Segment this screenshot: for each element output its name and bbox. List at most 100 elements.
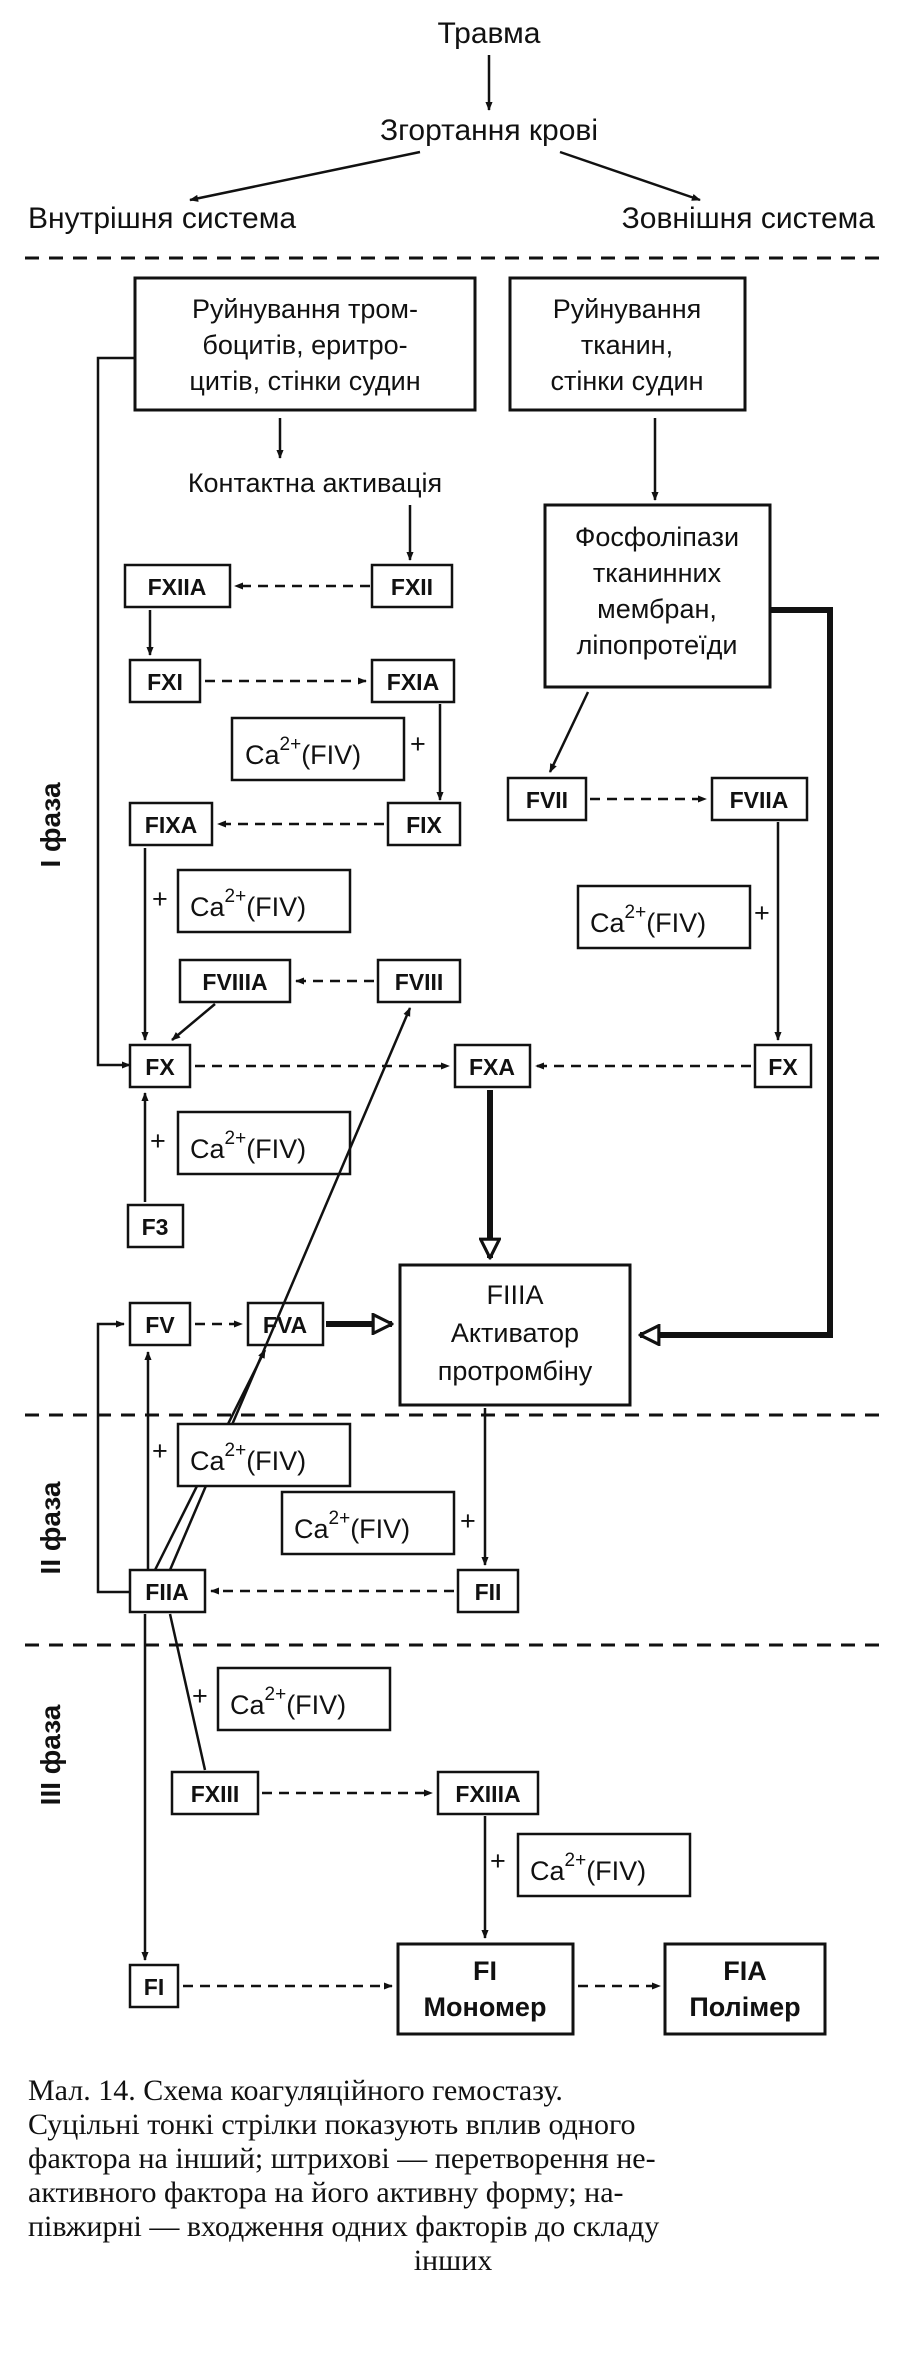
caption-line-6: інших: [413, 2244, 493, 2277]
phospholipids-to-fiiia-arrow: [640, 607, 833, 1335]
fxiiia-label: FXIIIA: [455, 1781, 520, 1807]
destruction-internal-line-3: цитів, стінки судин: [189, 366, 420, 396]
calcium-box-1-text: Ca2+(FIV): [245, 734, 361, 770]
fx-box: [128, 1043, 192, 1089]
fx-label: FX: [145, 1054, 175, 1080]
calcium-box-8-text: Ca2+(FIV): [530, 1850, 646, 1886]
fviia-label: FVIIA: [730, 787, 789, 813]
calcium-box-6-text: Ca2+(FIV): [294, 1508, 410, 1544]
fiia-label: FIIA: [145, 1579, 188, 1605]
fixa-label: FIXA: [145, 812, 197, 838]
contact-activation-label: Контактна активація: [188, 468, 442, 498]
fx-external-box: [753, 1043, 813, 1089]
fii-box: [456, 1568, 520, 1614]
phospholipids-box: [543, 503, 772, 689]
phospholipids-line-1: Фосфоліпази: [575, 522, 739, 552]
caption-line-3: фактора на інший; штрихові — перетворенн…: [28, 2142, 656, 2175]
fx-external-label: FX: [768, 1054, 798, 1080]
fi-box: [128, 1963, 180, 2009]
fxi-box: [128, 658, 202, 704]
fviii-box: [376, 958, 462, 1004]
plus-sign-4: +: [150, 1126, 166, 1156]
fva-box: [246, 1301, 325, 1347]
fviiia-label: FVIIIA: [202, 969, 267, 995]
fiia-box: [128, 1568, 207, 1614]
plus-sign-6: +: [460, 1506, 476, 1536]
fxia-box: [370, 658, 456, 704]
fxa-label: FXA: [469, 1054, 515, 1080]
caption-line-4: активного фактора на його активну форму;…: [28, 2176, 624, 2209]
fiiia-box: [398, 1263, 632, 1407]
destruction-internal-line-2: боцитів, еритро-: [202, 330, 407, 360]
fiiia-line-2: Активатор: [451, 1318, 579, 1348]
calcium-box-5-text: Ca2+(FIV): [190, 1440, 306, 1476]
destruction-internal-line-1: Руйнування тром-: [192, 294, 418, 324]
phospholipids-line-3: мембран,: [597, 594, 717, 624]
fiiia-line-3: протромбіну: [438, 1356, 593, 1386]
destruction-external-line-1: Руйнування: [553, 294, 702, 324]
calcium-box-4: [176, 1110, 352, 1176]
fi-monomer-line-1: FI: [473, 1956, 497, 1986]
destruction-external-line-2: тканин,: [581, 330, 673, 360]
calcium-box-8: [516, 1832, 692, 1898]
fxia-label: FXIA: [387, 669, 439, 695]
fix-label: FIX: [406, 812, 442, 838]
calcium-box-2-text: Ca2+(FIV): [190, 886, 306, 922]
fi-polymer-line-1: FIA: [723, 1956, 767, 1986]
plus-sign-7: +: [192, 1681, 208, 1711]
destruction-external-box: [508, 276, 747, 412]
fi-label: FI: [144, 1974, 164, 2000]
fxiiia-box: [436, 1770, 540, 1816]
destruction-external-line-3: стінки судин: [550, 366, 703, 396]
caption-line-1: Мал. 14. Схема коагуляційного гемостазу.: [28, 2074, 563, 2107]
calcium-box-6: [280, 1490, 456, 1556]
phospholipids-line-4: ліпопротеїди: [577, 630, 738, 660]
coagulation-label: Згортання крові: [380, 114, 598, 147]
calcium-box-2: [176, 868, 352, 934]
calcium-box-3: [576, 884, 752, 950]
fi-monomer-line-2: Мономер: [424, 1992, 547, 2022]
external-system-label: Зовнішня система: [622, 202, 876, 235]
calcium-box-3-text: Ca2+(FIV): [590, 902, 706, 938]
f3-label: F3: [142, 1214, 169, 1240]
plus-sign-5: +: [152, 1436, 168, 1466]
trauma-label: Травма: [438, 17, 541, 50]
destruction-internal-box: [133, 276, 477, 412]
calcium-box-1: [230, 716, 406, 782]
fvii-label: FVII: [526, 787, 568, 813]
fvii-box: [506, 776, 588, 822]
phospholipids-line-2: тканинних: [593, 558, 722, 588]
fxiia-box: [123, 563, 232, 609]
fxiia-label: FXIIA: [148, 574, 207, 600]
fi-polymer-line-2: Полімер: [689, 1992, 800, 2022]
plus-sign-1: +: [410, 729, 426, 759]
fxi-label: FXI: [147, 669, 183, 695]
figure-caption: Мал. 14. Схема коагуляційного гемостазу.…: [28, 2074, 878, 2278]
fii-label: FII: [475, 1579, 502, 1605]
fviii-label: FVIII: [395, 969, 444, 995]
calcium-box-4-text: Ca2+(FIV): [190, 1128, 306, 1164]
fix-box: [386, 801, 462, 847]
fi-monomer-box: [396, 1942, 575, 2036]
fviia-box: [710, 776, 809, 822]
phase-3-label: III фаза: [35, 1704, 66, 1805]
f3-box: [126, 1203, 185, 1249]
calcium-box-7: [216, 1666, 392, 1732]
calcium-box-5: [176, 1422, 352, 1488]
plus-sign-3: +: [754, 898, 770, 928]
plus-sign-2: +: [152, 884, 168, 914]
fxiii-label: FXIII: [191, 1781, 240, 1807]
fv-box: [128, 1301, 192, 1347]
fv-label: FV: [145, 1312, 175, 1338]
fxa-box: [453, 1043, 532, 1089]
fi-polymer-box: [663, 1942, 827, 2036]
fxiii-box: [170, 1770, 260, 1816]
caption-line-5: півжирні — входження одних факторів до с…: [28, 2210, 660, 2243]
phase-1-label: I фаза: [35, 782, 66, 868]
internal-system-label: Внутрішня система: [28, 202, 296, 235]
fiiia-line-1: FIIIA: [486, 1280, 543, 1310]
phase-2-label: II фаза: [35, 1481, 66, 1574]
fixa-box: [128, 801, 214, 847]
fxii-label: FXII: [391, 574, 433, 600]
plus-sign-8: +: [490, 1846, 506, 1876]
